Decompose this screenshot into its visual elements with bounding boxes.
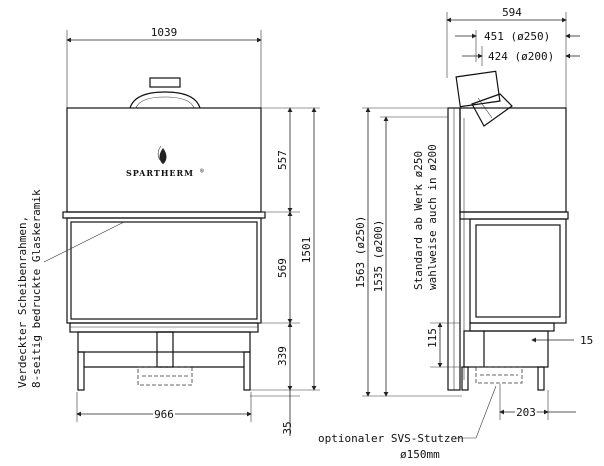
svs-note-line2: ø150mm — [400, 448, 440, 461]
dim-label-1039: 1039 — [151, 26, 178, 39]
flue-pipe — [455, 70, 513, 127]
side-left-leg — [461, 366, 469, 391]
front-view: 1039 SPARTHERM ® — [16, 26, 320, 436]
dim-label-424: 424 (ø200) — [488, 50, 554, 63]
dim-label-594: 594 — [502, 6, 522, 19]
handle-icon — [129, 77, 201, 109]
dim-label-339: 339 — [276, 346, 289, 366]
side-svs-outlet-dashed — [475, 366, 523, 384]
base-block — [77, 331, 251, 353]
dim-label-966: 966 — [154, 408, 174, 421]
dim-label-35: 35 — [281, 421, 294, 434]
standard-note-line2: wahlweise auch in ø200 — [426, 144, 439, 290]
svs-note-leader — [455, 385, 497, 439]
dim-label-557: 557 — [276, 150, 289, 170]
side-glass — [469, 218, 567, 324]
glass-panel — [70, 221, 258, 320]
side-right-leg — [537, 366, 545, 391]
frame-note-leader — [43, 221, 125, 263]
dim-label-569: 569 — [276, 258, 289, 278]
svs-outlet-dashed — [137, 366, 193, 386]
side-upper-hood — [459, 107, 567, 213]
side-base-plate — [469, 322, 555, 332]
frame-note-line1: Verdeckter Scheibenrahmen, — [16, 216, 29, 388]
dim-label-1535: 1535 (ø200) — [372, 220, 385, 293]
standard-note-line1: Standard ab Werk ø250 — [412, 151, 425, 290]
dim-label-1563: 1563 (ø250) — [354, 216, 367, 289]
svs-note-line1: optionaler SVS-Stutzen — [318, 432, 464, 445]
dim-label-451: 451 (ø250) — [484, 30, 550, 43]
center-column — [156, 331, 174, 368]
brand-registered-mark: ® — [200, 168, 204, 175]
frame-note-line2: 8-seitig bedruckte Glaskeramik — [30, 189, 43, 388]
flame-logo-icon — [157, 145, 167, 164]
right-leg — [243, 351, 251, 391]
dim-label-203: 203 — [516, 406, 536, 419]
separator-band — [62, 211, 266, 219]
dim-label-15: 15 — [580, 334, 593, 347]
brand-logo-text: SPARTHERM — [126, 168, 194, 178]
left-leg — [77, 351, 85, 391]
side-view: 594 451 (ø250) 424 (ø200) — [318, 4, 593, 461]
side-base-block — [463, 330, 549, 368]
dim-label-1501: 1501 — [300, 237, 313, 264]
glass-frame — [66, 217, 262, 324]
base-plate — [69, 322, 259, 333]
side-separator — [459, 211, 569, 220]
dim-label-115: 115 — [426, 328, 439, 348]
